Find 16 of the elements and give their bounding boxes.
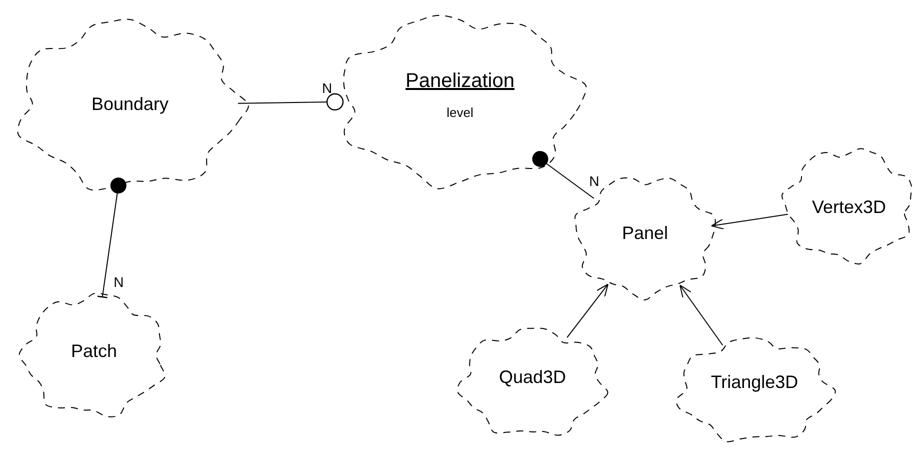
edge-label: N [114,275,124,290]
arrow [680,284,724,346]
class-attribute: level [446,105,474,120]
arrow [566,284,608,338]
association-line [237,93,344,110]
association-line [96,178,126,298]
class-name: Quad3D [498,367,566,387]
class-name: Patch [70,341,118,361]
class-name: Vertex3D [812,197,886,217]
class-name: Panel [622,223,668,243]
class-name: Boundary [91,94,169,114]
class-name: Triangle3D [710,372,798,392]
arrow [710,214,788,230]
edge-label: N [589,174,600,188]
class-name: Panelization [406,70,514,92]
edge-label: N [322,81,332,95]
